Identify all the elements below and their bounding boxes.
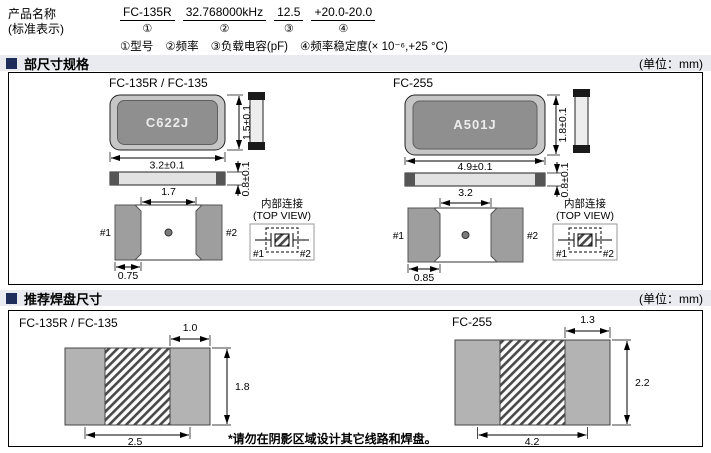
part-segment-stability: +20.0-20.0 ④ xyxy=(311,5,376,35)
dim-fc135-body-width: 3.2±0.1 xyxy=(109,152,226,172)
dim-label: 0.85 xyxy=(414,272,435,284)
dim-label: 0.8±0.1 xyxy=(240,161,252,196)
product-name-label: 产品名称 xyxy=(8,7,57,21)
fc255-end-view xyxy=(573,89,590,153)
drawing-fc255-dimensions: FC-255 A501J 1.8±0.1 4.9 xyxy=(393,76,618,284)
dim-label: 0.75 xyxy=(118,270,139,282)
legend-frequency: ②频率 xyxy=(165,41,199,53)
legend-model: ①型号 xyxy=(120,41,154,53)
shaded-area-note: *请勿在阴影区域设计其它线路和焊盘。 xyxy=(228,432,437,446)
section-unit: (单位：mm) xyxy=(639,56,703,71)
part-legend: ①型号 ②频率 ③负载电容(pF) ④频率稳定度(× 10⁻⁶,+25 °C) xyxy=(120,38,448,54)
fc255-internal-connection: 内部连接 (TOP VIEW) #1 #2 xyxy=(552,197,618,261)
product-name-sub: (标准表示) xyxy=(8,22,64,36)
drawing-fc255-land-pattern: FC-255 1.3 2.2 xyxy=(452,314,650,446)
section-header-land-pattern: 推荐焊盘尺寸 (单位：mm) xyxy=(0,290,711,307)
internal-connection-subtitle: (TOP VIEW) xyxy=(556,210,614,222)
dim-label: 4.9±0.1 xyxy=(458,161,493,173)
dim-label: 1.0 xyxy=(183,322,198,334)
dim-fc255-land-pad-height: 2.2 xyxy=(612,339,650,426)
part-segment-load-capacitance: 12.5 ③ xyxy=(274,5,304,35)
dimensions-drawing-box: FC-135R / FC-135 C622J 1.5±0.1 3.2±0.1 xyxy=(8,72,703,285)
land-title-fc255: FC-255 xyxy=(452,315,492,329)
part-segment-frequency: 32.768000kHz ② xyxy=(182,5,267,35)
dim-fc255-pad-width: 0.85 xyxy=(407,264,441,284)
drawing-fc135-land-pattern: FC-135R / FC-135 1.0 1.8 xyxy=(19,316,250,446)
internal-connection-subtitle: (TOP VIEW) xyxy=(253,210,311,222)
dim-label: 3.2 xyxy=(458,187,473,199)
section-title: 部尺寸规格 xyxy=(24,56,90,72)
part-segment-model: FC-135R ① xyxy=(120,5,175,35)
internal-connection-title: 内部连接 xyxy=(564,197,606,210)
dim-fc255-land-pad-width: 1.3 xyxy=(564,314,611,338)
part-number-example: FC-135R ① 32.768000kHz ② 12.5 ③ +20.0-20… xyxy=(120,5,448,54)
dim-label: 2.2 xyxy=(635,377,650,389)
section-title: 推荐焊盘尺寸 xyxy=(24,291,103,307)
section-marker-icon xyxy=(6,57,17,69)
internal-pin2-label: #2 xyxy=(603,249,615,260)
fc255-land-pads xyxy=(454,339,611,426)
dim-fc255-body-width: 4.9±0.1 xyxy=(404,157,546,173)
dim-fc135-pad-gap: 1.7 xyxy=(140,186,197,206)
lid-marking-fc255: A501J xyxy=(453,117,496,132)
section-marker-icon xyxy=(6,292,17,304)
dim-fc135-land-pad-width: 1.0 xyxy=(169,322,211,346)
dim-label: 1.8±0.1 xyxy=(557,107,569,142)
dim-fc135-body-height: 1.5±0.1 xyxy=(227,94,253,151)
land-title-fc135: FC-135R / FC-135 xyxy=(19,316,118,330)
internal-pin2-label: #2 xyxy=(300,249,312,260)
dim-fc255-land-span: 4.2 xyxy=(477,427,588,446)
fc135-bottom-view: #1 #2 xyxy=(100,204,238,261)
dim-fc135-land-pad-height: 1.8 xyxy=(212,347,250,426)
fc255-side-view xyxy=(404,172,546,187)
section-header-dimensions: 部尺寸规格 (单位：mm) xyxy=(0,55,711,72)
product-name-block: 产品名称 (标准表示) xyxy=(8,7,64,37)
legend-stability: ④频率稳定度(× 10⁻⁶,+25 °C) xyxy=(300,41,448,53)
lid-marking-fc135: C622J xyxy=(146,115,189,130)
fc135-side-view xyxy=(109,171,226,186)
part-number-segments: FC-135R ① 32.768000kHz ② 12.5 ③ +20.0-20… xyxy=(120,5,448,35)
fc255-bottom-view: #1 #2 xyxy=(393,207,539,263)
pin2-label: #2 xyxy=(527,231,539,242)
drawing-title-fc255: FC-255 xyxy=(393,76,433,90)
fc255-top-view: A501J xyxy=(404,94,546,156)
land-pattern-drawing-box: FC-135R / FC-135 1.0 1.8 xyxy=(8,310,703,447)
dim-label: 2.5 xyxy=(128,436,143,446)
dim-fc255-body-thickness: 0.8±0.1 xyxy=(547,162,571,197)
internal-connection-title: 内部连接 xyxy=(261,197,303,210)
dim-fc135-pad-width: 0.75 xyxy=(114,262,142,282)
dim-label: 4.2 xyxy=(525,436,540,446)
pin2-label: #2 xyxy=(226,228,238,239)
dim-fc255-pad-gap: 3.2 xyxy=(439,187,492,207)
drawing-title-fc135: FC-135R / FC-135 xyxy=(109,76,208,90)
legend-load-capacitance: ③负载电容(pF) xyxy=(210,41,289,53)
fc135-end-view xyxy=(248,92,265,150)
drawing-fc135-dimensions: FC-135R / FC-135 C622J 1.5±0.1 3.2±0.1 xyxy=(100,76,315,282)
fc135-land-pads xyxy=(64,347,211,426)
dim-label: 0.8±0.1 xyxy=(559,162,571,197)
fc135-top-view: C622J xyxy=(109,94,226,151)
dim-label: 1.3 xyxy=(580,314,595,326)
internal-pin1-label: #1 xyxy=(556,249,568,260)
dim-label: 1.7 xyxy=(161,186,176,198)
dim-label: 3.2±0.1 xyxy=(150,160,185,172)
dim-label: 1.8 xyxy=(235,381,250,393)
fc135-internal-connection: 内部连接 (TOP VIEW) #1 #2 xyxy=(249,197,315,261)
dim-fc255-body-height: 1.8±0.1 xyxy=(547,94,569,156)
dim-fc135-body-thickness: 0.8±0.1 xyxy=(227,161,252,196)
section-unit: (单位：mm) xyxy=(639,291,703,306)
internal-pin1-label: #1 xyxy=(253,249,265,260)
pin1-label: #1 xyxy=(100,228,112,239)
pin1-label: #1 xyxy=(393,231,405,242)
dim-fc135-land-span: 2.5 xyxy=(84,427,191,446)
